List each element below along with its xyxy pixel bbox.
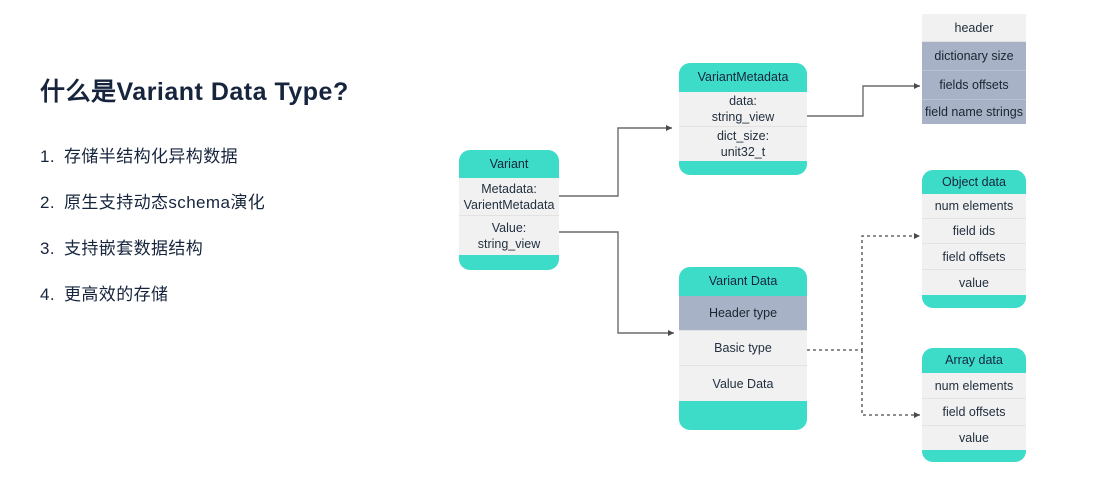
- stack-row-dictionary-size[interactable]: dictionary size: [922, 42, 1026, 71]
- node-variant-data-footer: [679, 401, 807, 430]
- list-item-number: 2.: [40, 193, 55, 212]
- node-variant-data-row-header-type[interactable]: Header type: [679, 296, 807, 331]
- list-item: 3. 支持嵌套数据结构: [40, 234, 440, 259]
- row-line-2: unit32_t: [720, 145, 766, 159]
- node-object-data-row-field-ids[interactable]: field ids: [922, 219, 1026, 244]
- node-variant-data[interactable]: Variant Data Header type Basic type Valu…: [679, 267, 807, 430]
- connector-variant-metadata: [559, 125, 672, 197]
- node-variant-metadata-footer: [679, 161, 807, 175]
- node-object-data[interactable]: Object data num elements field ids field…: [922, 170, 1026, 308]
- node-variant-metadata-title: VariantMetadata: [679, 63, 807, 92]
- node-array-data-title: Array data: [922, 348, 1026, 373]
- node-array-data[interactable]: Array data num elements field offsets va…: [922, 348, 1026, 462]
- node-variant-title: Variant: [459, 150, 559, 178]
- node-variant-footer: [459, 255, 559, 270]
- bullet-list: 1. 存储半结构化异构数据 2. 原生支持动态schema演化 3. 支持嵌套数…: [40, 142, 440, 305]
- connector-array-data: [861, 350, 920, 418]
- node-variant-data-row-value-data[interactable]: Value Data: [679, 366, 807, 401]
- list-item-number: 4.: [40, 285, 55, 304]
- list-item-label: 原生支持动态schema演化: [64, 193, 266, 212]
- node-object-data-row-num-elements[interactable]: num elements: [922, 194, 1026, 219]
- list-item-number: 1.: [40, 147, 55, 166]
- node-array-data-row-num-elements[interactable]: num elements: [922, 373, 1026, 399]
- node-variant-data-title: Variant Data: [679, 267, 807, 296]
- node-object-data-footer: [922, 295, 1026, 308]
- list-item-label: 支持嵌套数据结构: [64, 239, 204, 258]
- row-line-2: VarientMetadata: [463, 197, 555, 212]
- list-item-label: 存储半结构化异构数据: [64, 147, 238, 166]
- node-variant-data-row-basic-type[interactable]: Basic type: [679, 331, 807, 366]
- connector-variant-value: [559, 231, 674, 336]
- text-panel: 什么是Variant Data Type? 1. 存储半结构化异构数据 2. 原…: [40, 72, 440, 326]
- connector-object-data: [807, 233, 920, 351]
- connector-metadata-layout: [807, 83, 920, 117]
- row-line-1: Value:: [491, 220, 527, 235]
- list-item: 1. 存储半结构化异构数据: [40, 142, 440, 167]
- list-item-number: 3.: [40, 239, 55, 258]
- list-item: 2. 原生支持动态schema演化: [40, 188, 440, 213]
- node-variant-row-value[interactable]: Value: string_view: [459, 216, 559, 255]
- node-object-data-title: Object data: [922, 170, 1026, 194]
- row-line-2: string_view: [477, 236, 541, 251]
- row-line-1: data:: [729, 94, 757, 108]
- page-title: 什么是Variant Data Type?: [40, 78, 349, 106]
- node-object-data-row-field-offsets[interactable]: field offsets: [922, 244, 1026, 270]
- node-array-data-row-field-offsets[interactable]: field offsets: [922, 399, 1026, 426]
- stack-row-header[interactable]: header: [922, 14, 1026, 42]
- node-variant[interactable]: Variant Metadata: VarientMetadata Value:…: [459, 150, 559, 270]
- node-variant-row-metadata[interactable]: Metadata: VarientMetadata: [459, 178, 559, 216]
- node-variant-metadata-row-dictsize[interactable]: dict_size: unit32_t: [679, 127, 807, 161]
- row-line-1: dict_size:: [716, 129, 770, 143]
- list-item-label: 更高效的存储: [64, 285, 169, 304]
- row-line-2: string_view: [711, 110, 775, 124]
- stack-row-fields-offsets[interactable]: fields offsets: [922, 71, 1026, 100]
- list-item: 4. 更高效的存储: [40, 280, 440, 305]
- node-object-data-row-value[interactable]: value: [922, 270, 1026, 295]
- stack-metadata-layout[interactable]: header dictionary size fields offsets fi…: [922, 14, 1026, 124]
- row-line-1: Metadata:: [481, 181, 537, 196]
- stack-row-field-name-strings[interactable]: field name strings: [922, 100, 1026, 124]
- node-variant-metadata[interactable]: VariantMetadata data: string_view dict_s…: [679, 63, 807, 175]
- node-array-data-row-value[interactable]: value: [922, 426, 1026, 450]
- node-variant-metadata-row-data[interactable]: data: string_view: [679, 92, 807, 127]
- node-array-data-footer: [922, 450, 1026, 462]
